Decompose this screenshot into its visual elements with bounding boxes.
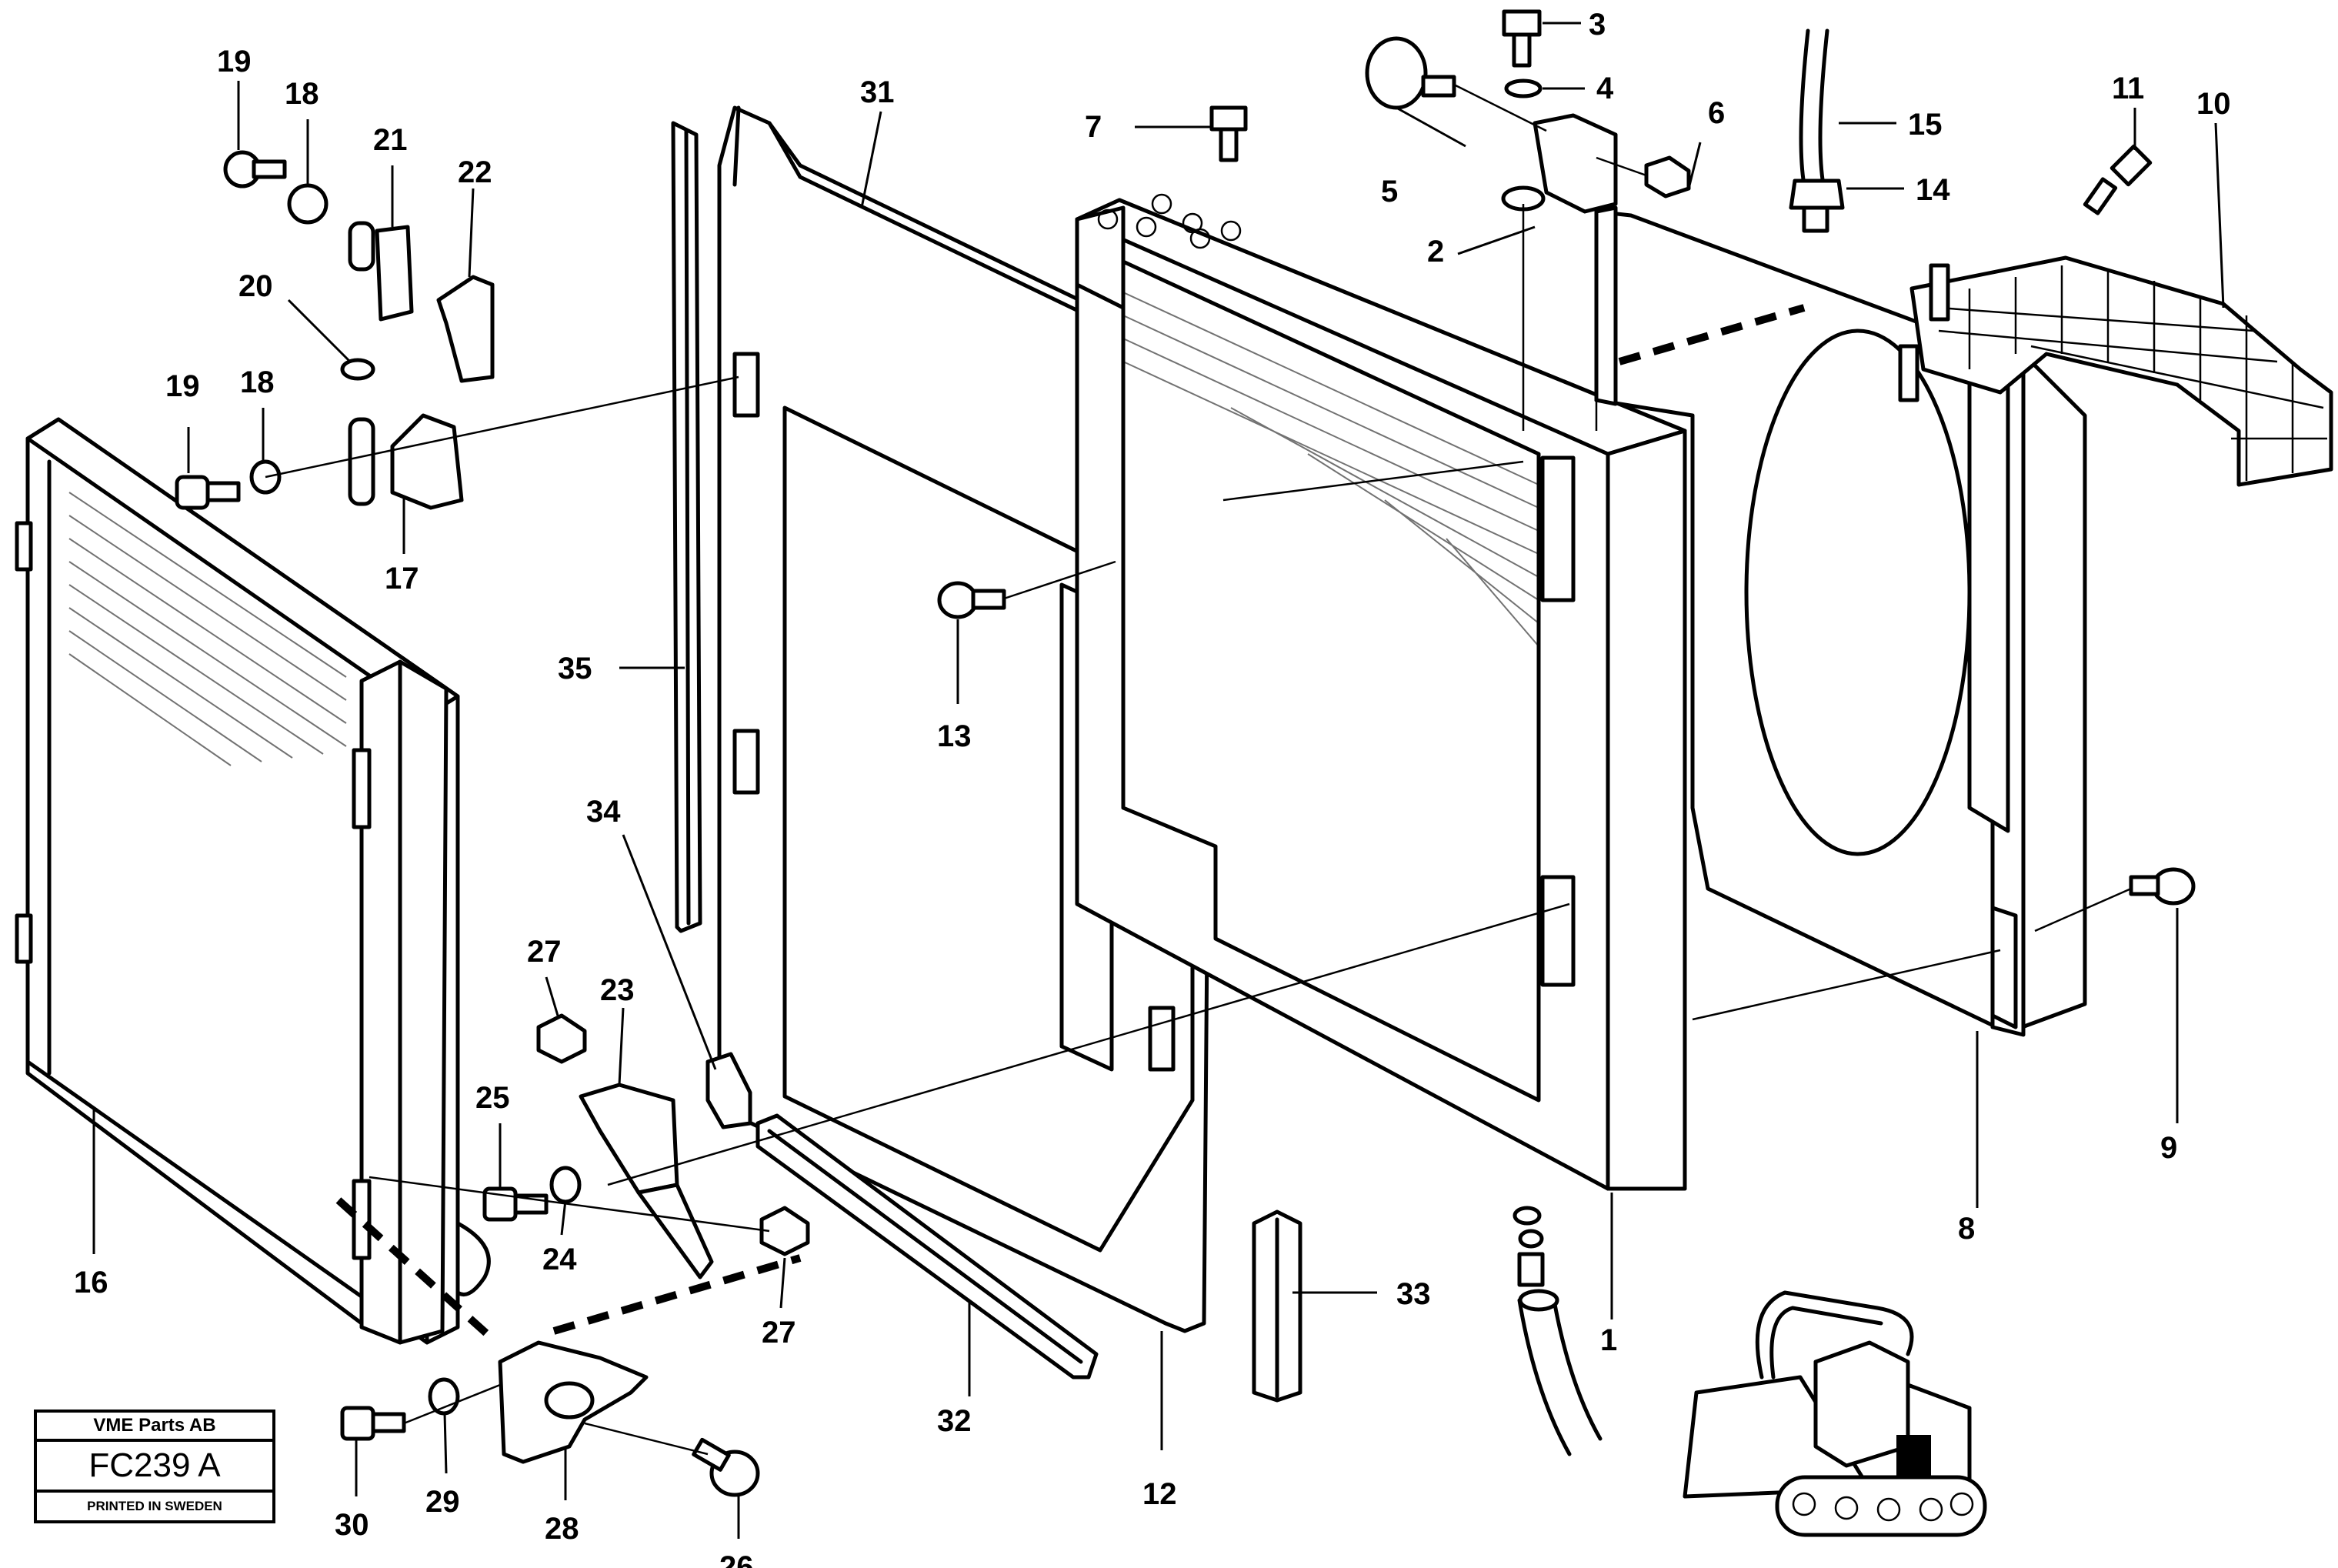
callout-11: 11 xyxy=(2112,72,2144,105)
radiator xyxy=(1075,193,1687,1191)
callout-32: 32 xyxy=(937,1404,972,1438)
fan-shroud xyxy=(1594,205,2087,1037)
callout-33: 33 xyxy=(1396,1277,1431,1311)
excavator-icon xyxy=(1683,1290,1987,1537)
callout-15: 15 xyxy=(1908,108,1943,142)
callout-14: 14 xyxy=(1916,173,1950,207)
callout-27b: 27 xyxy=(762,1316,796,1349)
callout-4: 4 xyxy=(1596,72,1614,105)
callout-10: 10 xyxy=(2196,87,2231,121)
callout-9: 9 xyxy=(2160,1131,2177,1165)
callout-13: 13 xyxy=(937,719,972,753)
callout-23: 23 xyxy=(600,973,635,1007)
title-block: VME Parts AB FC239 A PRINTED IN SWEDEN xyxy=(34,1410,275,1523)
lower-seal xyxy=(755,1113,1099,1380)
callout-8: 8 xyxy=(1958,1212,1975,1246)
callout-2: 2 xyxy=(1427,235,1444,269)
callout-18a: 18 xyxy=(285,77,319,111)
callout-27a: 27 xyxy=(527,935,562,969)
callout-28: 28 xyxy=(545,1512,579,1546)
callout-1: 1 xyxy=(1600,1323,1617,1357)
assembly-lines xyxy=(265,83,2132,1456)
callout-24: 24 xyxy=(542,1243,577,1276)
callout-12: 12 xyxy=(1142,1477,1177,1511)
callout-16: 16 xyxy=(74,1266,108,1299)
title-block-code: FC239 A xyxy=(37,1442,272,1493)
callout-19b: 19 xyxy=(165,369,200,403)
callout-5: 5 xyxy=(1381,175,1398,209)
oil-cooler xyxy=(15,417,491,1345)
leader-lines xyxy=(92,22,2225,1539)
callout-35: 35 xyxy=(558,652,592,686)
callout-34: 34 xyxy=(586,795,621,829)
callout-20: 20 xyxy=(238,269,273,303)
title-block-company: VME Parts AB xyxy=(37,1413,272,1442)
callout-25: 25 xyxy=(475,1081,510,1115)
callout-22: 22 xyxy=(458,155,492,189)
seal-strip xyxy=(671,121,702,933)
callout-21: 21 xyxy=(373,123,408,157)
title-block-note: PRINTED IN SWEDEN xyxy=(87,1499,222,1513)
callout-7: 7 xyxy=(1085,110,1102,144)
callout-30: 30 xyxy=(335,1508,369,1542)
callout-17: 17 xyxy=(385,562,419,596)
callouts: 1 2 3 4 5 6 7 8 9 10 11 12 13 14 15 16 1… xyxy=(74,8,2231,1568)
callout-3: 3 xyxy=(1589,8,1606,42)
callout-19a: 19 xyxy=(217,45,252,78)
callout-29: 29 xyxy=(425,1485,460,1519)
callout-6: 6 xyxy=(1708,96,1725,130)
callout-31: 31 xyxy=(860,75,895,109)
callout-26: 26 xyxy=(719,1550,754,1568)
callout-18b: 18 xyxy=(240,365,275,399)
